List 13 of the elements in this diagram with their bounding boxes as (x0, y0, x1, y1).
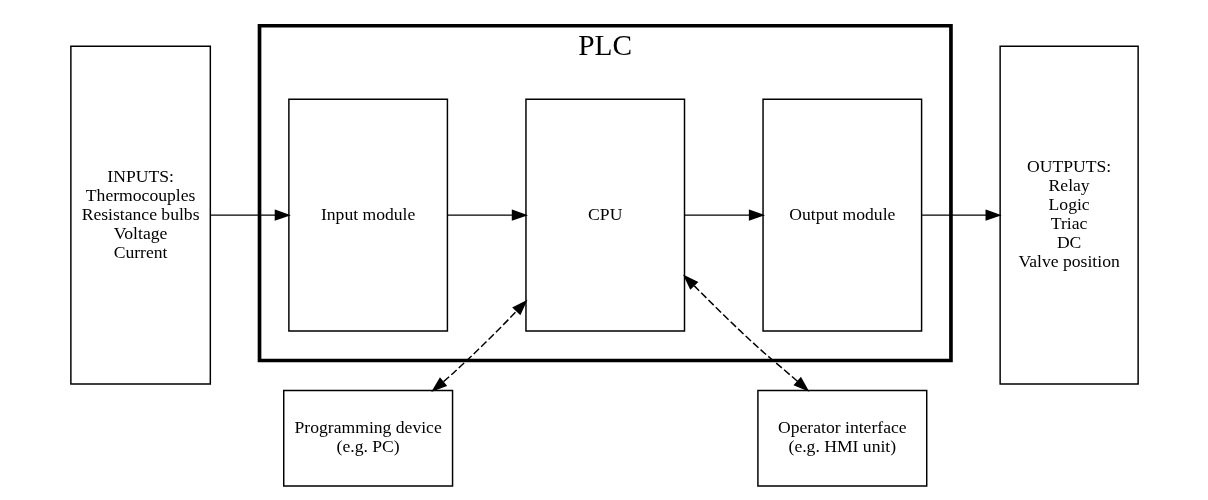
arrow (446, 209, 528, 221)
node-box: Output module (761, 98, 922, 332)
node-box: Programming device (e.g. PC) (282, 389, 453, 487)
arrow (920, 209, 1002, 221)
arrow (682, 274, 809, 392)
arrow (683, 209, 765, 221)
node-box: INPUTS: Thermocouples Resistance bulbs Voltage Current (69, 45, 211, 385)
arrow (209, 209, 291, 221)
node-box: Input module (287, 98, 448, 332)
node-box: CPU (524, 98, 685, 332)
arrow (430, 299, 527, 392)
node-box: Operator interface (e.g. HMI unit) (756, 389, 927, 487)
node-box: OUTPUTS: Relay Logic Triac DC Valve position (998, 45, 1139, 385)
